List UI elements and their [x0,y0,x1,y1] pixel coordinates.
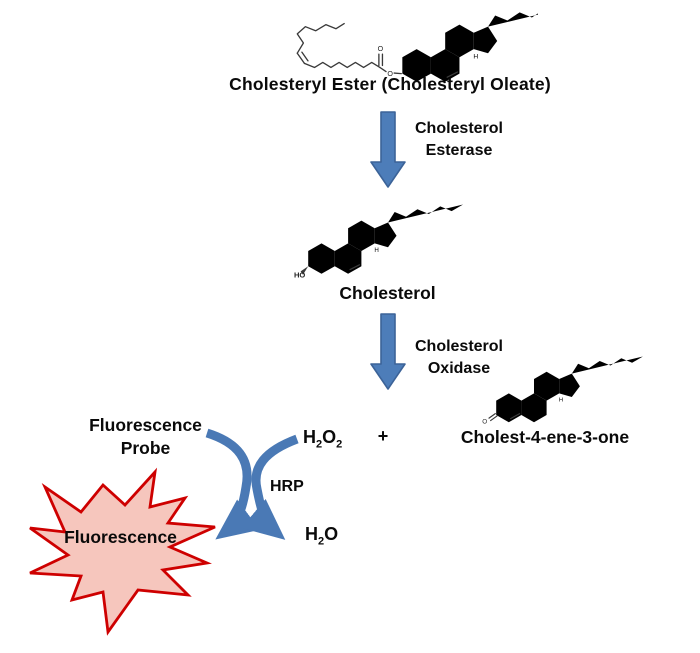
probe-line1: Fluorescence [89,415,202,435]
fluorescence-probe-label: Fluorescence Probe [58,414,233,460]
hrp-label: HRP [270,478,304,495]
ester-oxygen-label: O [387,70,393,78]
h2o2-sub1: 2 [316,438,323,451]
h2o2-o: O [322,427,337,447]
probe-line2: Probe [120,438,171,458]
cholesteryl-ester-label: Cholesteryl Ester (Cholesteryl Oleate) [229,74,551,94]
fluorescence-burst [29,467,216,636]
h2o2-formula: H2O2 [303,427,343,451]
cholesterol-label: Cholesterol [339,283,436,303]
peroxide-to-water-arrow [241,434,299,540]
plus-sign: + [377,426,389,446]
cholesterol-oxidase-label: Cholesterol Oxidase [400,336,518,379]
esterase-line2: Esterase [425,141,493,159]
cholesterol-esterase-label: Cholesterol Esterase [400,118,518,161]
h2o-sub: 2 [318,535,325,548]
fluorescence-output-label: Fluorescence [64,527,177,547]
hydroxyl-label: HO [294,271,305,280]
cholesteryl-oleate-structure: O O [296,5,538,82]
cholestenone-label: Cholest-4-ene-3-one [460,427,630,447]
cholesterol-structure: HO [294,202,464,280]
h2o-h: H [305,524,318,544]
down-arrow-2 [370,313,406,390]
cholestenone-structure: O [482,354,643,424]
probe-to-fluorescence-arrow [205,428,260,540]
h2o2-sub2: 2 [336,438,343,451]
oxidase-line1: Cholesterol [414,338,503,355]
esterase-line1: Cholesterol [414,120,503,137]
hrp-reaction-arrows [205,428,299,540]
carbonyl-oxygen-label: O [378,45,384,53]
down-arrow-1 [370,111,406,188]
h2o-o: O [324,524,339,544]
ketone-oxygen-label: O [482,419,487,424]
h2o-formula: H2O [305,524,339,548]
oxidase-line2: Oxidase [427,359,491,377]
h2o2-h: H [303,427,316,447]
